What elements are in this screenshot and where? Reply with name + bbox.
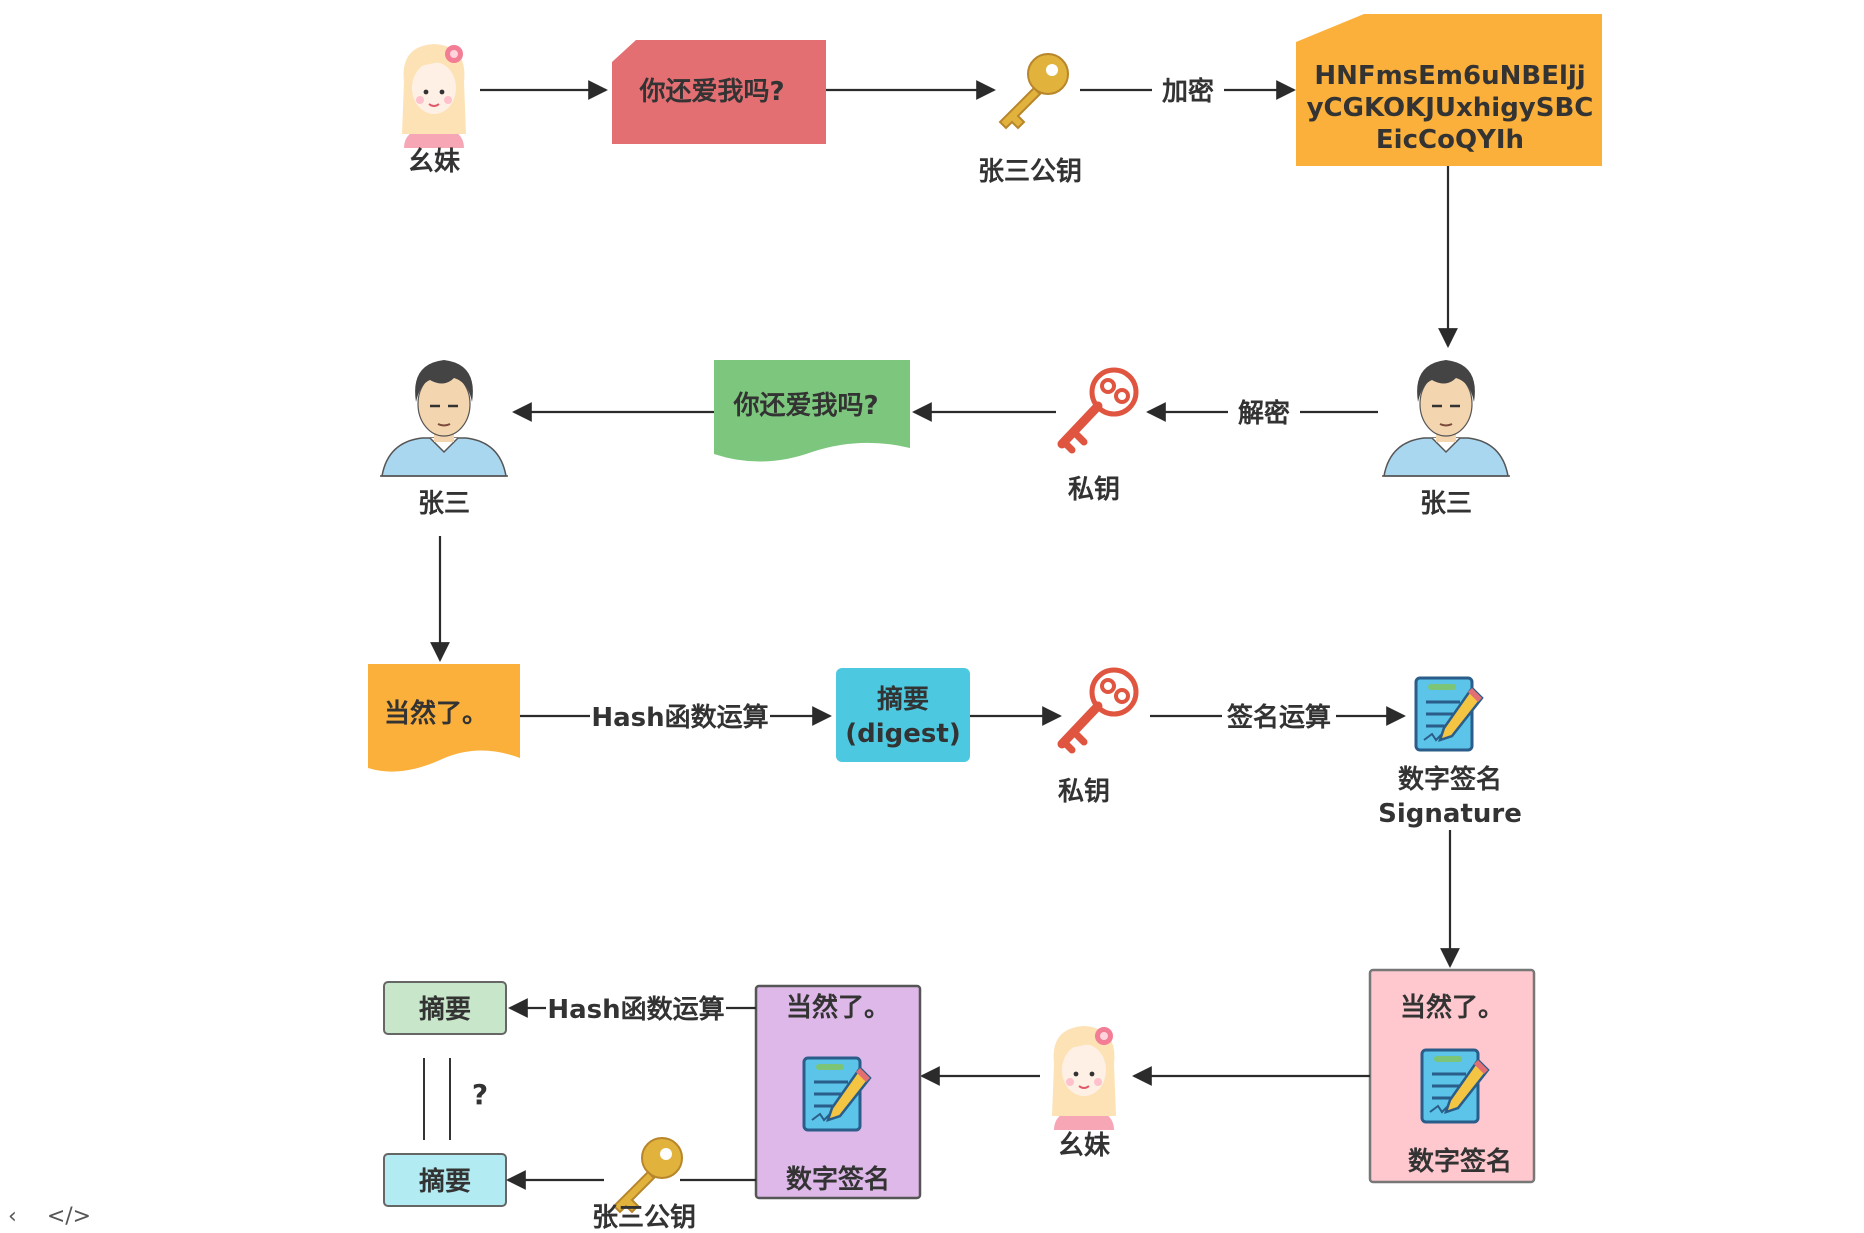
pink-signature-icon	[1420, 1048, 1490, 1124]
pink-answer-text: 当然了。	[1400, 992, 1504, 1023]
signature-doc-icon	[1414, 676, 1484, 752]
zhangsan-label-left: 张三	[418, 489, 470, 519]
ciphertext-orange-box: HNFmsEm6uNBEljj yCGKOKJUxhigySBC EicCoQY…	[1296, 14, 1602, 166]
answer-orange-text: 当然了。	[384, 698, 488, 729]
question-green-doc: 你还爱我吗?	[714, 360, 910, 462]
answer-orange-doc: 当然了。	[368, 664, 520, 772]
digest-blue-label: 摘要	[419, 1166, 471, 1197]
digest-cyan-label-en: (digest)	[845, 719, 960, 749]
yaomei-avatar-icon	[401, 43, 467, 149]
digest-blue-box: 摘要	[383, 1153, 507, 1207]
encrypt-label: 加密	[1162, 76, 1214, 107]
question-green-text: 你还爱我吗?	[732, 391, 878, 421]
public-key-label-bottom: 张三公钥	[592, 1203, 696, 1233]
digest-cyan-label: 摘要	[877, 684, 929, 715]
private-key-label-row2: 私钥	[1068, 475, 1120, 505]
pink-signature-label: 数字签名	[1408, 1146, 1512, 1177]
private-key-icon-row3	[1062, 670, 1136, 750]
public-key-icon	[999, 53, 1069, 129]
digest-green-box: 摘要	[383, 981, 507, 1035]
zhangsan-avatar-left-icon	[378, 358, 510, 478]
private-key-label-row3: 私钥	[1058, 777, 1110, 807]
hash-label-row3: Hash函数运算	[591, 702, 768, 733]
hash-label-row4: Hash函数运算	[547, 994, 724, 1025]
ciphertext-line3: EicCoQYIh	[1376, 125, 1524, 155]
zhangsan-label-right: 张三	[1420, 489, 1472, 519]
purple-signature-icon	[802, 1056, 872, 1132]
question-red-box: 你还爱我吗?	[612, 40, 826, 144]
digest-cyan-box: 摘要 (digest)	[836, 668, 970, 762]
yaomei-label-bottom: 幺妹	[1058, 1130, 1110, 1161]
ciphertext-line2: yCGKOKJUxhigySBC	[1307, 93, 1594, 123]
code-view-button[interactable]: </>	[46, 1204, 92, 1229]
ciphertext-line1: HNFmsEm6uNBEljj	[1314, 61, 1585, 91]
yaomei-label-top: 幺妹	[408, 146, 460, 177]
question-red-text: 你还爱我吗?	[638, 77, 784, 107]
pink-bundle-box: 当然了。 数字签名	[1368, 968, 1536, 1184]
zhangsan-avatar-right-icon	[1380, 358, 1512, 478]
back-button[interactable]: ‹	[8, 1204, 17, 1229]
signature-label-en: Signature	[1378, 799, 1522, 829]
bottom-toolbar: ‹ </>	[0, 1200, 1864, 1233]
purple-bundle-box: 当然了。 数字签名	[754, 984, 922, 1200]
signature-label-cn: 数字签名	[1398, 764, 1502, 795]
digest-green-label: 摘要	[419, 994, 471, 1025]
sign-label: 签名运算	[1227, 702, 1331, 733]
purple-answer-text: 当然了。	[786, 992, 890, 1023]
private-key-icon-row2	[1062, 370, 1136, 450]
public-key-label-top: 张三公钥	[978, 157, 1082, 187]
decrypt-label: 解密	[1238, 398, 1290, 429]
yaomei-avatar-bottom-icon	[1051, 1025, 1117, 1131]
purple-signature-label: 数字签名	[786, 1164, 890, 1195]
compare-question-mark: ?	[472, 1078, 488, 1111]
